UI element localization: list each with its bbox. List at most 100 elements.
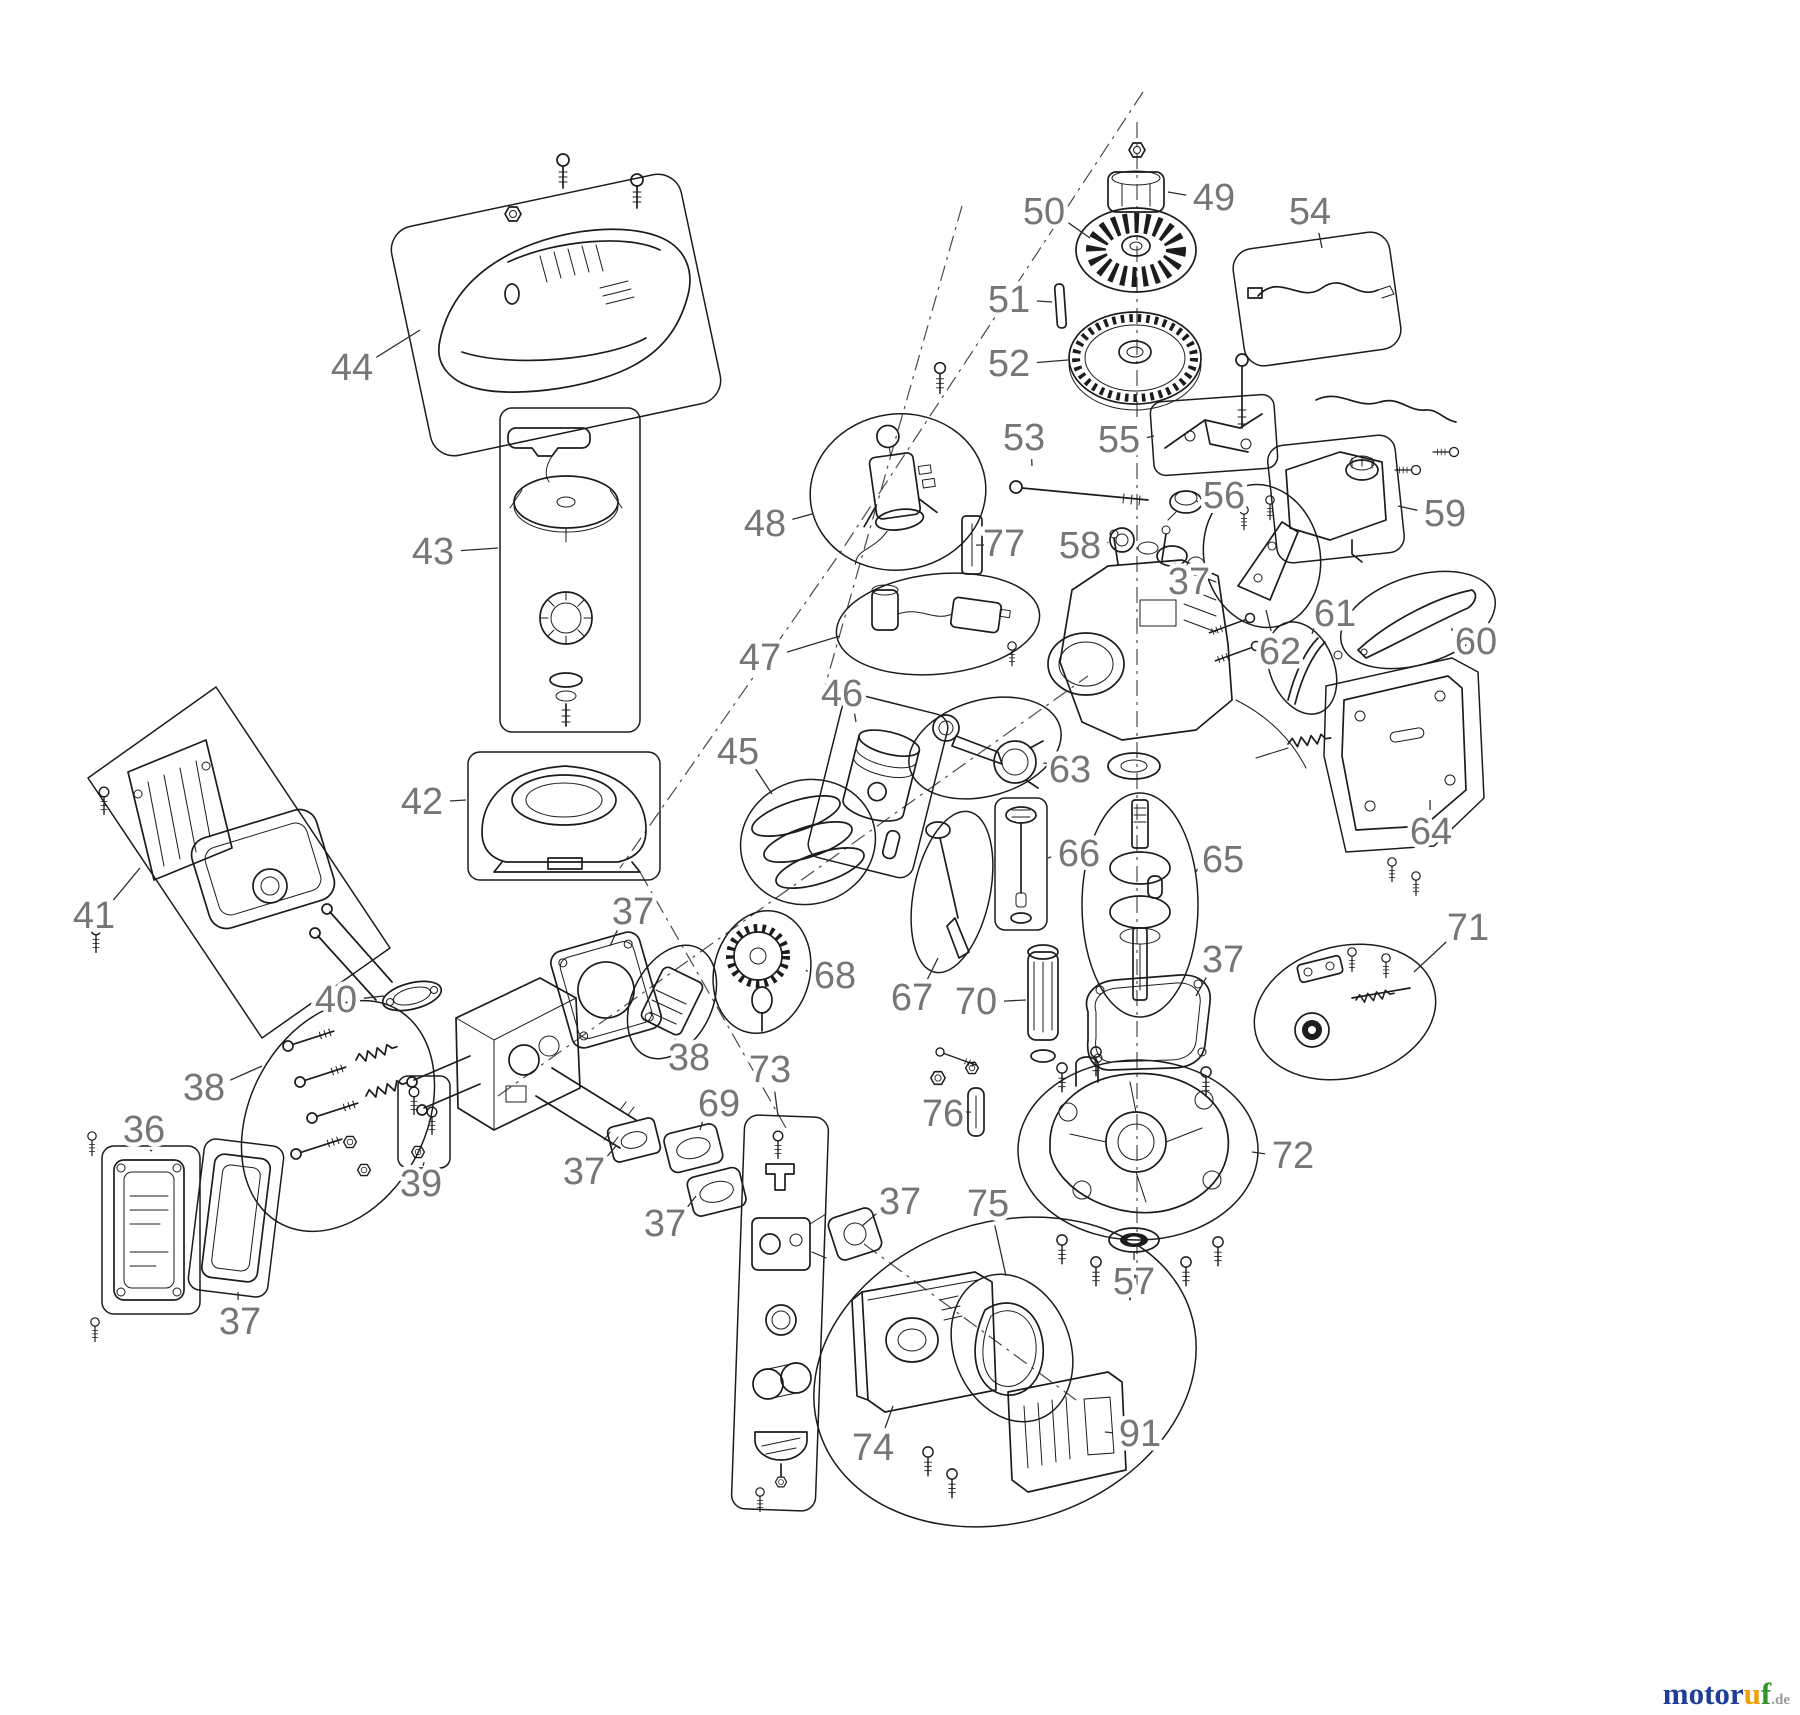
leader-line-75-17: [994, 1225, 1007, 1277]
part-63-connecting-rod: [908, 696, 1062, 800]
leader-line-50-47: [1068, 222, 1091, 239]
part-43-recoil-starter: [499, 407, 641, 733]
part-label-75-17: 75: [967, 1183, 1009, 1225]
governor-linkage: [1235, 699, 1332, 769]
part-41-muffler-assembly: [87, 686, 393, 1039]
part-72-sump-cover: [1017, 1056, 1259, 1241]
part-38-breather-plate: [626, 944, 718, 1060]
watermark-segment: r: [1729, 1676, 1744, 1711]
leader-line-45-29: [755, 768, 773, 795]
spring: [363, 1077, 409, 1101]
part-label-65-25: 65: [1202, 839, 1244, 881]
part-91-heat-shield: [1007, 1371, 1127, 1493]
part-label-53-44: 53: [1003, 417, 1045, 459]
part-label-51-46: 51: [988, 279, 1030, 321]
bolt: [288, 1133, 345, 1162]
part-64-control-bracket: [1323, 657, 1485, 897]
screw: [1056, 1062, 1068, 1093]
leader-line-48-35: [792, 513, 813, 521]
part-37-carb-gasket: [827, 1207, 883, 1261]
part-label-50-47: 50: [1023, 191, 1065, 233]
part-55-bracket: [1149, 393, 1279, 477]
part-56-cap: [1167, 490, 1203, 521]
leader-line-62-38: [1265, 609, 1272, 632]
part-label-38-5: 38: [183, 1067, 225, 1109]
part-45-piston-rings: [739, 778, 877, 906]
motoruf-logo[interactable]: motoruf.de: [1663, 1678, 1790, 1709]
screw: [1180, 1256, 1192, 1287]
sump-bolts: [930, 1046, 1224, 1301]
watermark-segment: .de: [1771, 1692, 1790, 1708]
part-label-74-16: 74: [852, 1427, 894, 1469]
part-36-valve-cover-plate: [87, 1131, 201, 1343]
leader-line-74-16: [884, 1405, 894, 1429]
part-74-muffler: [851, 1271, 997, 1499]
part-37-gasket-valve-cover: [187, 1138, 285, 1298]
part-39-valve-parts: [397, 1075, 451, 1169]
part-48-electric-starter: [809, 413, 987, 571]
part-62-bracket: [1202, 483, 1322, 629]
part-label-37-37: 37: [1168, 561, 1210, 603]
leader-line-66-24: [1047, 856, 1052, 859]
screw: [772, 1130, 784, 1160]
part-53-bolt: [1009, 480, 1149, 506]
screw: [556, 153, 570, 189]
part-60-governor-blade: [1339, 570, 1497, 670]
part-label-64-32: 64: [1410, 811, 1452, 853]
screw: [1056, 1234, 1068, 1265]
part-label-47-33: 47: [739, 637, 781, 679]
part-47-oil-sensor: [835, 572, 1041, 676]
nut: [774, 1476, 788, 1488]
part-label-71-27: 71: [1447, 907, 1489, 949]
bolt: [292, 1061, 349, 1090]
leader-line-63-31: [1043, 762, 1053, 765]
screw: [933, 361, 947, 394]
part-label-37-11: 37: [563, 1151, 605, 1193]
part-label-41-3: 41: [73, 895, 115, 937]
part-label-37-9: 37: [612, 891, 654, 933]
screw: [1394, 464, 1422, 476]
part-65-crankshaft: [1081, 792, 1199, 1018]
part-label-48-35: 48: [744, 503, 786, 545]
leader-line-69-12: [699, 1121, 704, 1131]
leader-line-44-0: [376, 329, 421, 358]
part-42-blower-housing: [467, 751, 661, 881]
part-label-38-10: 38: [668, 1037, 710, 1079]
leader-line-67-23: [926, 957, 939, 980]
part-label-46-30: 46: [821, 673, 863, 715]
nut: [342, 1135, 358, 1149]
part-label-58-36: 58: [1059, 525, 1101, 567]
part-label-54-49: 54: [1289, 191, 1331, 233]
part-67-dipstick: [910, 810, 994, 974]
screw: [1212, 1236, 1224, 1267]
cylinder-head-block: [406, 977, 637, 1149]
part-label-44-0: 44: [331, 347, 373, 389]
part-37-sump-gasket: [1085, 974, 1211, 1071]
watermark-segment: f: [1760, 1676, 1772, 1711]
part-label-37-7: 37: [219, 1301, 261, 1343]
leader-line-37-11: [605, 1145, 617, 1159]
part-label-36-6: 36: [123, 1109, 165, 1151]
leader-line-38-5: [229, 1065, 263, 1081]
part-label-68-28: 68: [814, 955, 856, 997]
leader-line-54-49: [1318, 232, 1323, 249]
part-label-40-4: 40: [315, 979, 357, 1021]
watermark-segment: u: [1743, 1676, 1761, 1711]
part-label-62-38: 62: [1259, 631, 1301, 673]
part-label-52-45: 52: [988, 343, 1030, 385]
spring: [353, 1041, 399, 1065]
part-label-45-29: 45: [717, 731, 759, 773]
nut: [504, 206, 522, 222]
nut: [930, 1070, 946, 1086]
screw: [1381, 953, 1391, 979]
part-label-67-23: 67: [891, 977, 933, 1019]
screw: [1387, 857, 1397, 883]
part-37-intake-gasket: [606, 1117, 662, 1163]
leader-line-36-6: [149, 1149, 153, 1152]
part-label-73-14: 73: [749, 1049, 791, 1091]
part-71-governor-parts: [1253, 943, 1437, 1081]
part-label-69-12: 69: [698, 1083, 740, 1125]
part-label-49-48: 49: [1193, 177, 1235, 219]
screw: [922, 1446, 934, 1477]
leader-line-91-18: [1104, 1431, 1113, 1434]
